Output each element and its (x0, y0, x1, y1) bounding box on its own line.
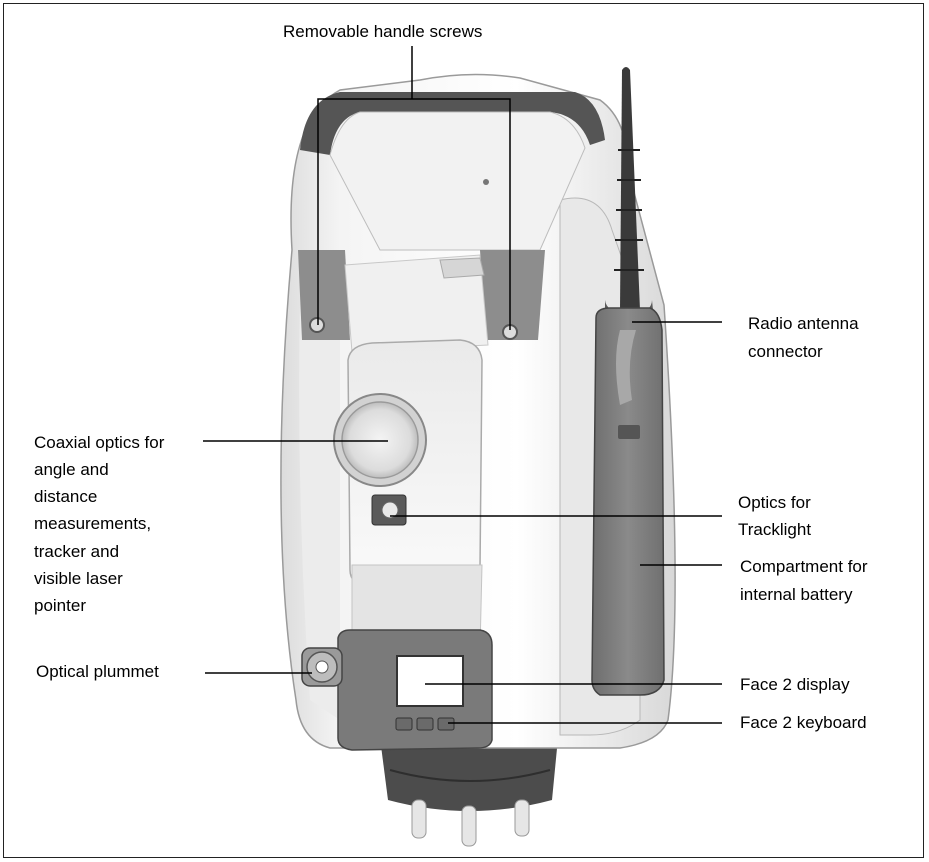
label-radio-antenna-line1: Radio antenna (748, 314, 859, 333)
face2-panel (337, 629, 493, 751)
label-face2-keyboard: Face 2 keyboard (740, 713, 867, 732)
battery-compartment (591, 307, 665, 696)
label-battery-line2: internal battery (740, 585, 853, 604)
label-coaxial-line3: distance (34, 487, 98, 506)
label-coaxial-line6: visible laser (34, 569, 123, 588)
label-optical-plummet: Optical plummet (36, 662, 159, 681)
label-tracklight-line1: Optics for (738, 493, 811, 512)
label-face2-display: Face 2 display (740, 675, 850, 694)
label-coaxial-line7: pointer (34, 596, 86, 615)
label-coaxial-line2: angle and (34, 460, 109, 479)
label-radio-antenna-line2: connector (748, 342, 823, 361)
tracklight-window (371, 494, 407, 526)
label-handle-screws: Removable handle screws (283, 22, 483, 41)
label-tracklight-line2: Tracklight (738, 520, 812, 539)
label-coaxial-line5: tracker and (34, 542, 120, 561)
carrying-handle (300, 92, 605, 251)
tribrach-base (380, 738, 558, 847)
coaxial-lens (333, 393, 427, 487)
label-battery-line1: Compartment for (740, 557, 868, 576)
callout-lines (203, 46, 722, 724)
label-coaxial-line1: Coaxial optics for (34, 433, 165, 452)
upright-panels (298, 250, 545, 340)
label-coaxial-line4: measurements, (34, 514, 152, 533)
optical-plummet-knob (301, 647, 343, 687)
